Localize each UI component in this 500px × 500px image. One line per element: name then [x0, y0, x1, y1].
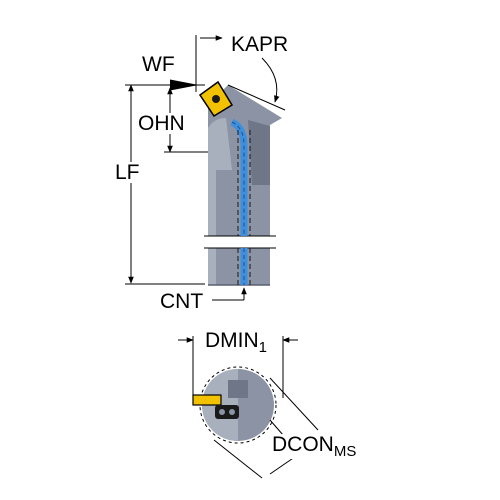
label-kapr: KAPR [230, 33, 290, 56]
coolant-channel [230, 118, 251, 285]
label-lf: LF [114, 161, 141, 184]
tool-body [204, 85, 282, 286]
label-dcon: DCONMS [271, 433, 358, 460]
label-dmin-subscript: 1 [258, 339, 268, 356]
label-cnt: CNT [159, 290, 205, 313]
insert-screw-icon [215, 405, 239, 419]
dimension-lines [125, 35, 286, 301]
label-ohn: OHN [137, 112, 186, 135]
label-dmin: DMIN1 [204, 329, 269, 356]
label-wf: WF [141, 53, 176, 76]
end-view [192, 366, 277, 444]
end-view-dimensions [178, 336, 319, 479]
rhombic-insert-icon [198, 80, 234, 118]
label-dcon-subscript: MS [333, 443, 357, 460]
